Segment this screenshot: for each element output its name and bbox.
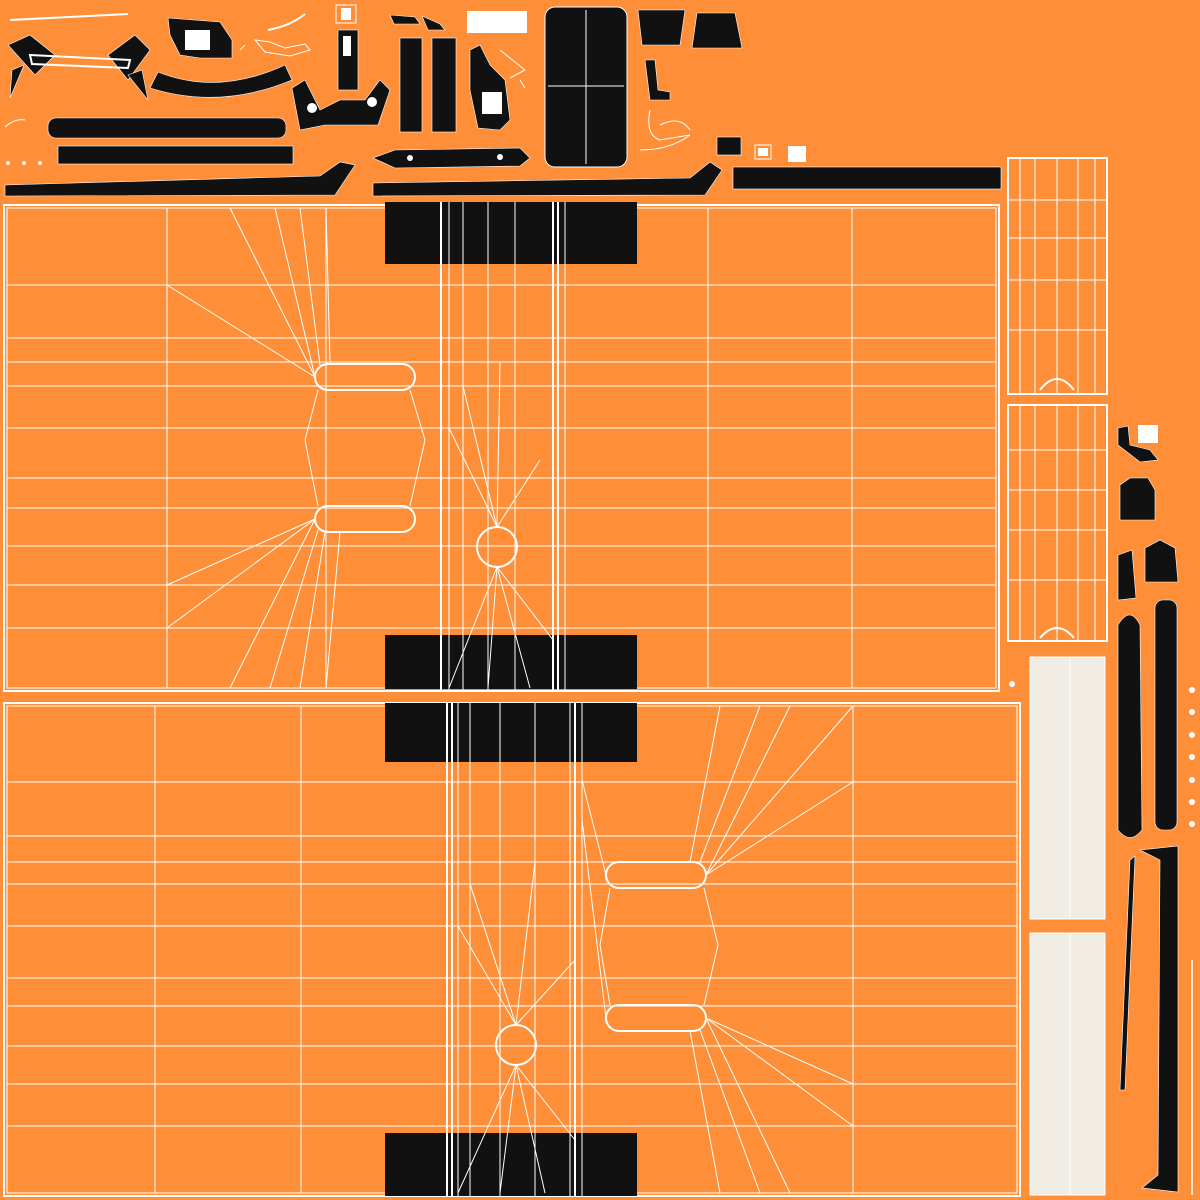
cup-island-a: [637, 9, 686, 46]
long-bar-a: [47, 117, 287, 139]
top-islands: [7, 4, 806, 168]
tube-islands: [389, 14, 457, 133]
hinge-island: [167, 17, 246, 59]
slot-lower-b: [605, 1004, 707, 1032]
curved-band: [149, 64, 293, 98]
spine-island-b: [1154, 599, 1178, 831]
cap-island-a: [1119, 477, 1156, 521]
cap-island-b: [1144, 539, 1179, 583]
hole-upper: [476, 526, 518, 568]
side-panel-upper: [1007, 157, 1108, 395]
slot-upper-b: [314, 505, 416, 533]
square-island-a: [716, 136, 742, 156]
square-island-c: [788, 146, 806, 162]
curve-strip-a: [267, 13, 306, 31]
square-island-b: [754, 144, 772, 160]
dot-column: [1009, 681, 1195, 827]
lower-panel-island: [3, 702, 1021, 1197]
bracket-island-left: [7, 34, 151, 101]
clip-island: [253, 39, 311, 57]
shell-block-lower-top: [385, 703, 637, 762]
shell-block-bottom: [385, 635, 637, 689]
hole-lower: [495, 1024, 537, 1066]
long-bar-b: [57, 145, 294, 165]
white-square-right: [1138, 425, 1158, 443]
rod-island: [335, 4, 359, 91]
curve-island-d: [659, 120, 691, 131]
side-panel-lower: [1007, 404, 1108, 642]
cloth-panel-upper: [1029, 656, 1106, 920]
y-bracket-island: [291, 79, 391, 131]
thin-strip-top: [9, 13, 129, 21]
right-column-islands: [1007, 157, 1195, 1196]
thin-strip-long-a: [1119, 855, 1136, 1091]
small-l-island: [644, 59, 671, 101]
cup-island-b: [691, 12, 743, 49]
long-bars: [4, 117, 1002, 197]
hook-island: [1117, 425, 1159, 463]
spine-island-a: [1117, 614, 1143, 838]
white-tab-top: [467, 11, 527, 33]
shard-island: [1117, 549, 1137, 601]
shell-block-lower-bottom: [385, 1133, 637, 1196]
strip-mid: [372, 161, 723, 197]
upper-panel-island: [3, 202, 1000, 692]
long-bar-c: [732, 166, 1002, 190]
thin-strip-long-b: [1138, 845, 1179, 1193]
chair-part-island: [469, 44, 526, 131]
shell-block-top: [385, 202, 637, 264]
cloth-panel-lower: [1029, 932, 1106, 1196]
curve-island-c: [639, 109, 691, 151]
pointed-bar: [372, 147, 531, 169]
strip-left: [4, 161, 356, 197]
